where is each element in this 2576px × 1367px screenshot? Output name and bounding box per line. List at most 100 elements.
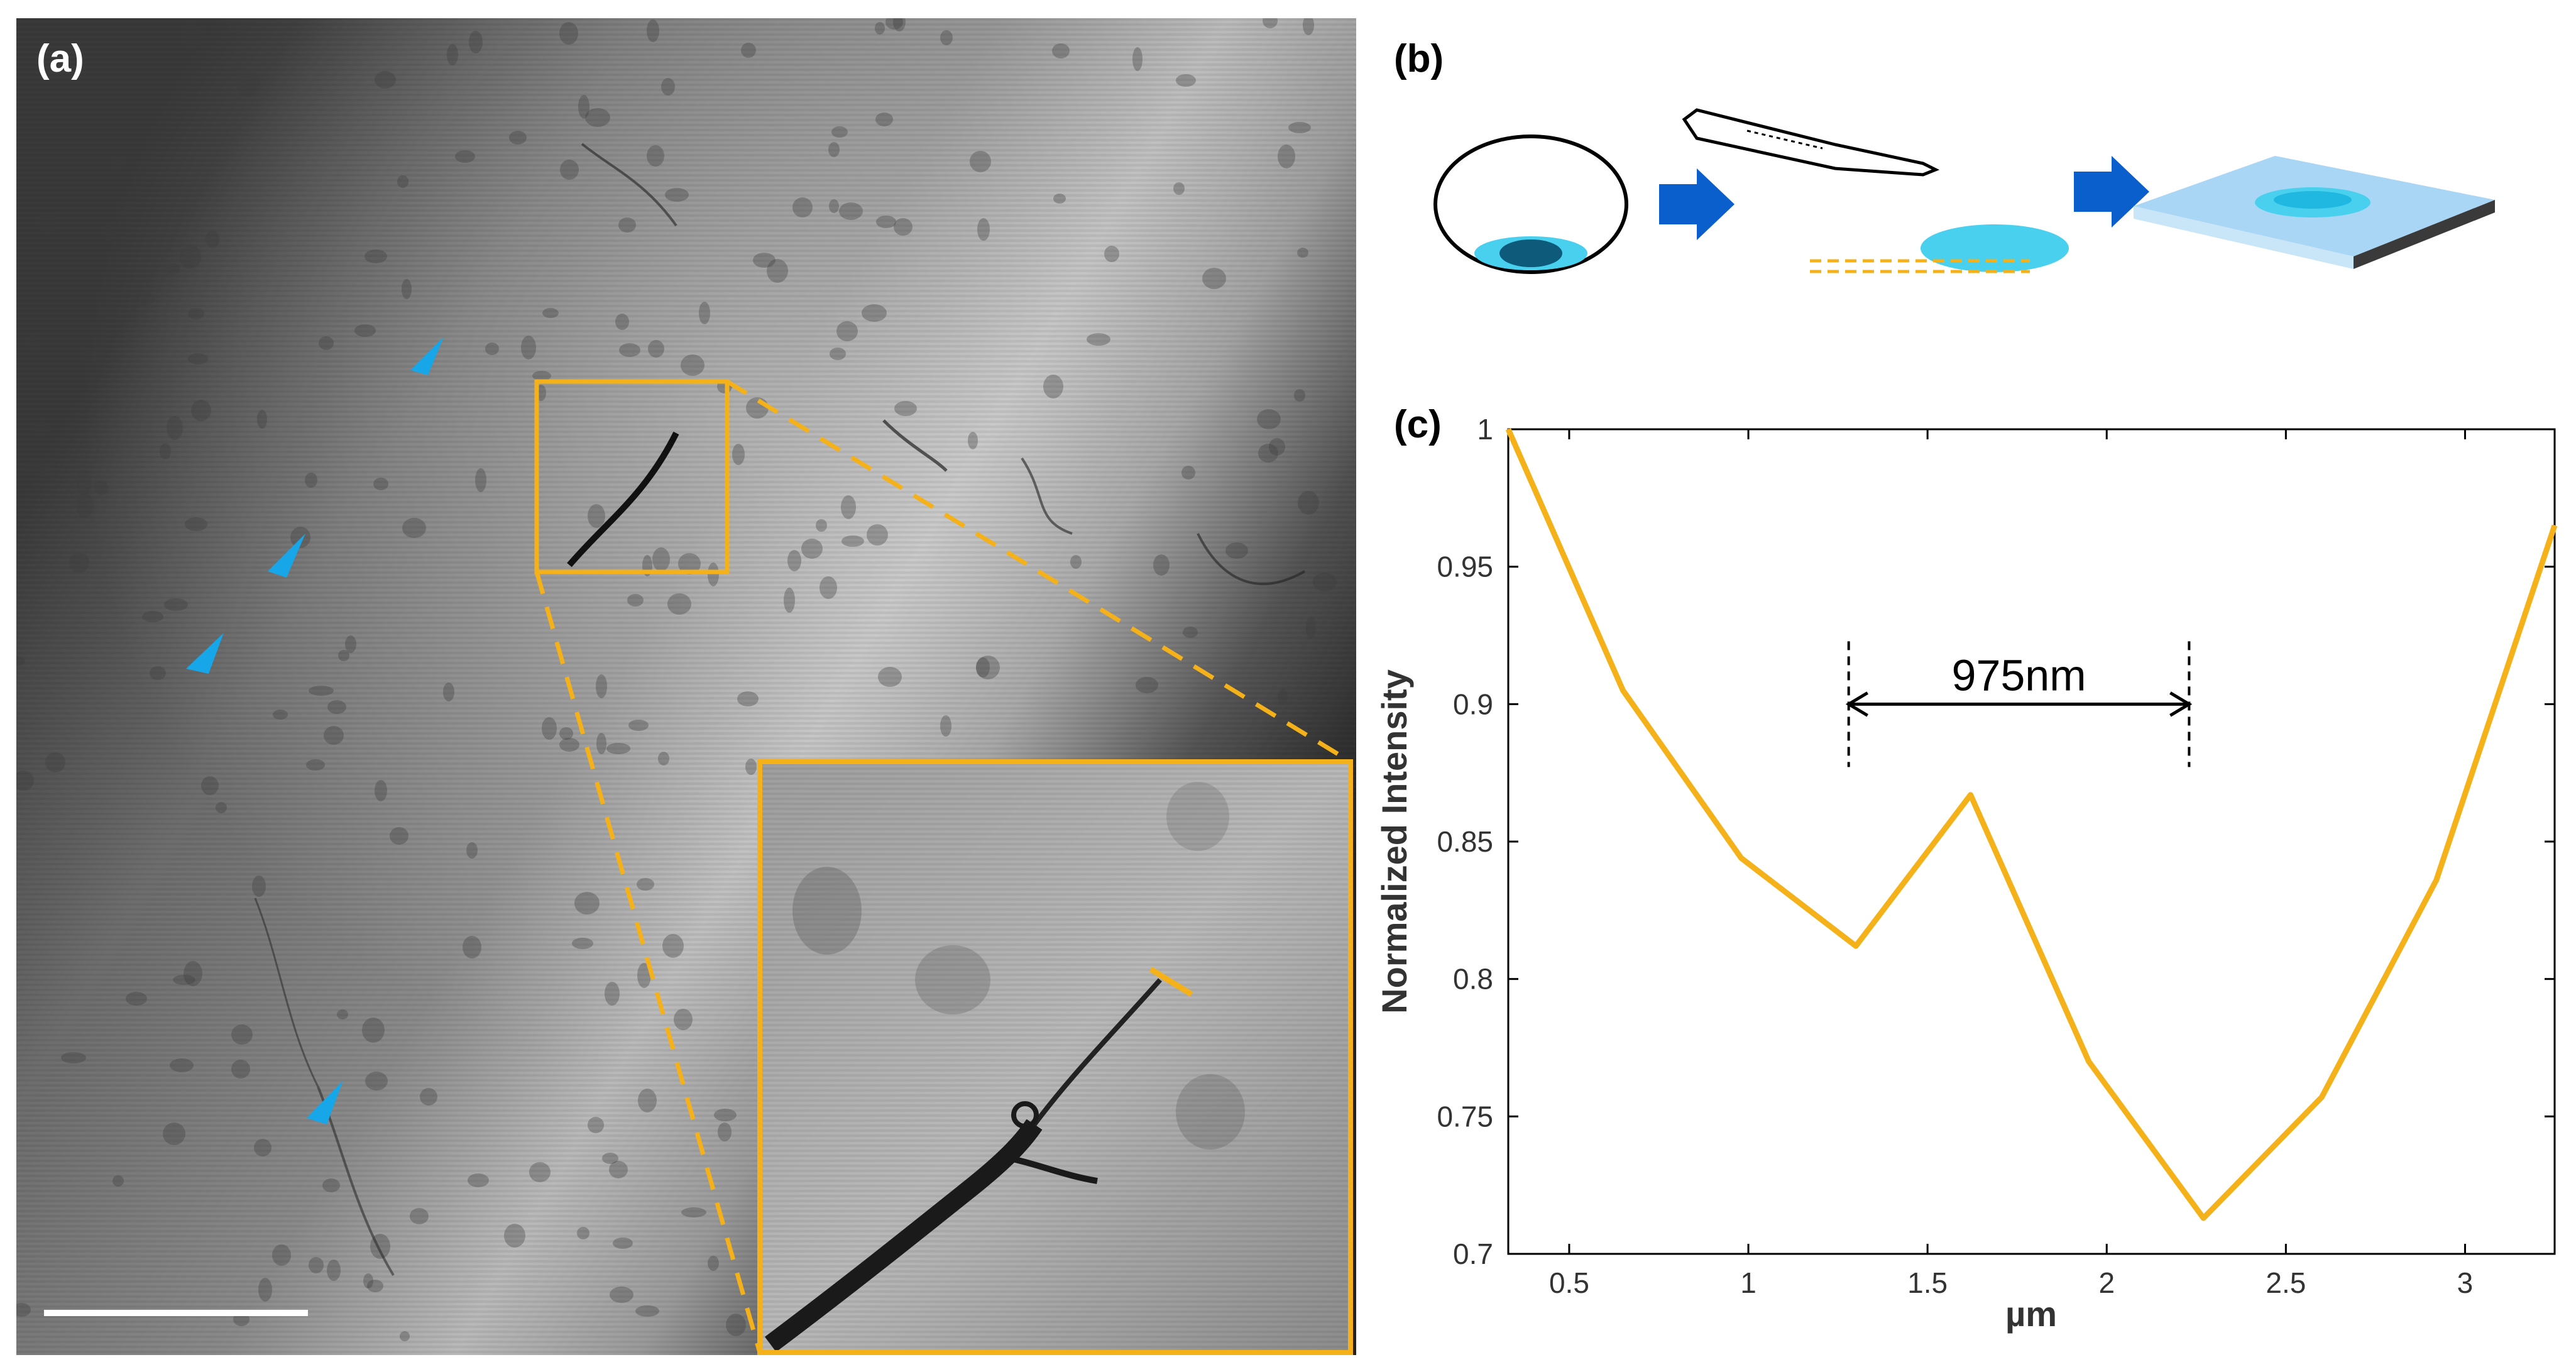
cell-spot <box>36 458 48 476</box>
arrowhead-icon <box>307 1080 343 1124</box>
data-point <box>1970 794 1971 796</box>
cell-spot <box>559 22 578 45</box>
cell-spot <box>627 594 644 607</box>
cell-spot <box>257 410 267 429</box>
cell-spot <box>618 217 636 233</box>
cell-spot <box>1087 333 1110 346</box>
data-point <box>2435 879 2437 881</box>
roi-box <box>534 379 730 574</box>
cell-spot <box>1257 409 1281 429</box>
cell-spot <box>324 726 344 745</box>
cell-spot <box>1258 444 1278 463</box>
cell-spot <box>893 18 906 31</box>
cell-spot <box>165 263 180 275</box>
x-tick-label: 2 <box>2098 1266 2115 1299</box>
cell-spot <box>678 553 701 574</box>
cell-spot <box>1225 542 1248 559</box>
cell-spot <box>38 212 58 232</box>
flow-arrow-icon <box>2074 156 2149 228</box>
cell-spot <box>665 188 689 202</box>
cell-spot <box>443 683 454 701</box>
cell-spot <box>338 650 349 661</box>
cell-spot <box>596 674 607 698</box>
cell-spot <box>273 710 288 720</box>
arrow-head-left-icon <box>1845 691 1868 717</box>
cell-spot <box>940 30 953 45</box>
zoom-guide-line <box>534 571 762 1353</box>
cell-spot <box>16 771 34 791</box>
cell-spot <box>463 936 481 958</box>
cell-spot <box>111 157 123 168</box>
cell-spot <box>188 353 208 365</box>
cell-spot <box>231 1024 253 1045</box>
cell-spot <box>375 71 396 89</box>
cell-spot <box>1269 438 1285 456</box>
intensity-line <box>1505 428 2558 1221</box>
cell-spot <box>216 802 227 813</box>
cell-spot <box>354 324 376 337</box>
cell-spot <box>753 253 776 268</box>
cell-spot <box>862 304 887 322</box>
scale-bar <box>44 1310 308 1316</box>
cell-spot <box>504 1224 525 1248</box>
cell-spot <box>16 656 25 666</box>
cell-spot <box>150 666 166 680</box>
cell-spot <box>182 24 204 47</box>
cell-spot <box>1153 554 1170 576</box>
cell-spot <box>258 1278 272 1302</box>
cell-spot <box>613 1238 633 1249</box>
cell-spot <box>254 1139 271 1156</box>
cell-spot <box>737 691 759 706</box>
cell-spot <box>841 535 864 547</box>
scalpel-icon <box>1682 108 1940 177</box>
cell-spot <box>375 780 387 801</box>
cell-spot <box>1303 18 1314 35</box>
microscopy-panel <box>16 18 1356 1355</box>
cell-spot <box>894 218 913 236</box>
cell-spot <box>142 611 163 622</box>
cell-spot <box>828 142 840 157</box>
cell-spot <box>878 667 902 687</box>
cell-spot <box>836 321 858 341</box>
cell-spot <box>681 354 704 376</box>
cell-spot <box>126 992 147 1006</box>
cell-spot <box>400 1331 410 1341</box>
cell-spot <box>801 539 823 559</box>
cell-spot <box>237 72 261 97</box>
cell-spot <box>792 197 813 217</box>
y-tick-label: 0.75 <box>1437 1100 1493 1133</box>
cell-spot <box>188 308 204 319</box>
cell-spot <box>191 400 211 421</box>
cell-spot <box>1181 466 1195 480</box>
cell-spot <box>1297 248 1308 258</box>
cell-spot <box>1313 573 1337 591</box>
cell-spot <box>468 1173 489 1187</box>
cell-spot <box>1202 268 1226 289</box>
cell-spot <box>647 145 664 167</box>
data-point <box>1855 945 1857 947</box>
cell-spot <box>542 717 557 740</box>
cell-spot <box>185 517 207 531</box>
cell-spot <box>173 975 195 985</box>
cell-spot <box>831 126 848 138</box>
cell-spot <box>1052 43 1070 58</box>
data-point <box>1740 857 1742 859</box>
cell-spot <box>635 1305 659 1317</box>
cell-spot <box>327 1260 341 1281</box>
cell-spot <box>610 1287 633 1303</box>
cell-spot <box>164 598 188 611</box>
data-point <box>2554 525 2555 527</box>
cell-spot <box>876 216 896 228</box>
cell-spot <box>104 302 116 320</box>
cell-spot <box>699 302 710 324</box>
cell-spot <box>226 18 248 35</box>
cell-spot <box>76 470 91 495</box>
cell-spot <box>674 1009 693 1030</box>
cell-spot <box>1306 617 1316 639</box>
cell-spot <box>104 222 115 241</box>
cell-spot <box>322 1178 340 1192</box>
cell-spot <box>976 657 990 678</box>
cell-spot <box>830 348 846 360</box>
cell-spot <box>718 1123 732 1141</box>
